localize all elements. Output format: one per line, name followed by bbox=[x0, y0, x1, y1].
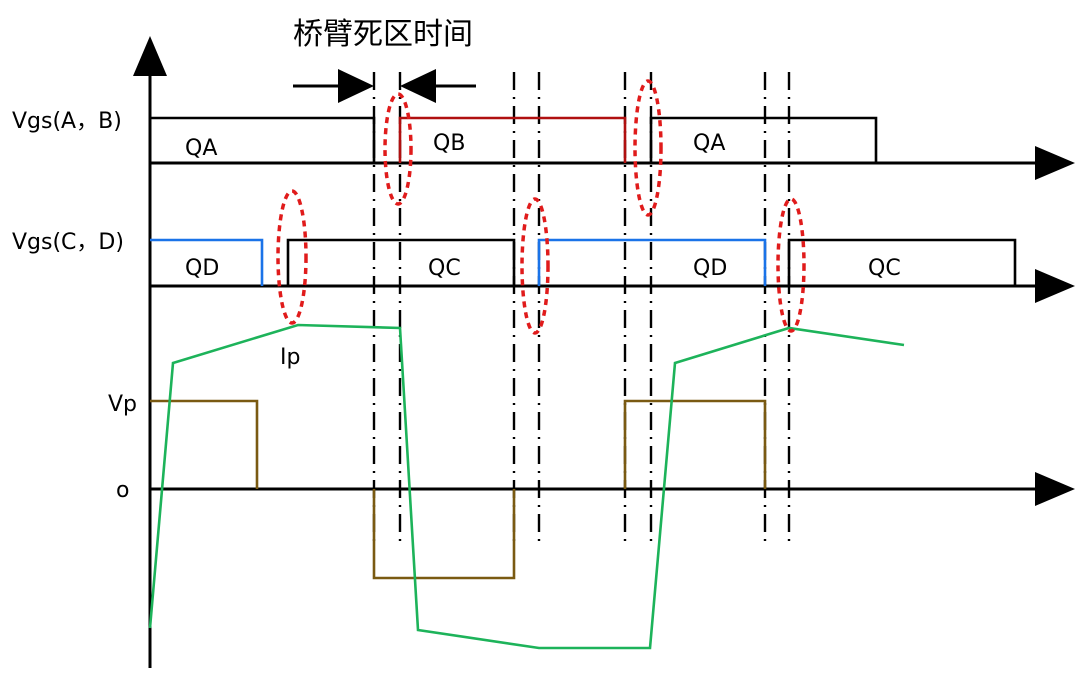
deadtime-arrow-right-head bbox=[400, 69, 436, 103]
gate-waveform-qa-2 bbox=[649, 116, 878, 163]
switch-label-qa: QA bbox=[693, 131, 725, 156]
gate-waveform-qa-1 bbox=[150, 116, 376, 163]
gate-waveform-qb bbox=[398, 116, 627, 163]
deadtime-marker-ellipse bbox=[633, 79, 663, 217]
gate-waveform-qd-1 bbox=[150, 238, 264, 286]
label-zero: o bbox=[116, 478, 129, 503]
switch-label-qc: QC bbox=[428, 256, 461, 281]
gate-waveform-qc-2 bbox=[787, 238, 1017, 286]
axis-vgs-cd-arrow bbox=[1035, 269, 1075, 303]
switch-label-qd: QD bbox=[693, 256, 727, 281]
label-vp: Vp bbox=[108, 392, 137, 417]
axis-vgs-ab-arrow bbox=[1035, 146, 1075, 180]
diagram-title: 桥臂死区时间 bbox=[293, 17, 473, 52]
deadtime-marker-ellipse bbox=[383, 92, 413, 206]
primary-voltage-waveform bbox=[623, 399, 767, 489]
switch-label-qb: QB bbox=[433, 131, 465, 156]
deadtime-arrow-left-head bbox=[338, 69, 374, 103]
deadtime-marker-ellipse bbox=[520, 197, 550, 335]
deadtime-marker-ellipse bbox=[776, 197, 806, 333]
axis-voltage-zero-arrow bbox=[1035, 472, 1075, 506]
label-vgs-cd: Vgs(C，D) bbox=[12, 230, 124, 255]
switch-label-qd: QD bbox=[185, 256, 219, 281]
switch-label-qc: QC bbox=[868, 256, 901, 281]
deadtime-marker-ellipse bbox=[276, 189, 308, 325]
gate-waveform-qc-1 bbox=[286, 238, 516, 286]
vertical-axis-arrow bbox=[133, 36, 167, 76]
gate-waveform-qd-2 bbox=[537, 238, 767, 286]
label-ip: Ip bbox=[280, 345, 300, 370]
primary-voltage-waveform bbox=[372, 489, 516, 580]
primary-current-waveform bbox=[148, 323, 905, 650]
label-vgs-ab: Vgs(A，B) bbox=[12, 109, 122, 134]
primary-voltage-waveform bbox=[150, 399, 259, 489]
switch-label-qa: QA bbox=[185, 136, 217, 161]
